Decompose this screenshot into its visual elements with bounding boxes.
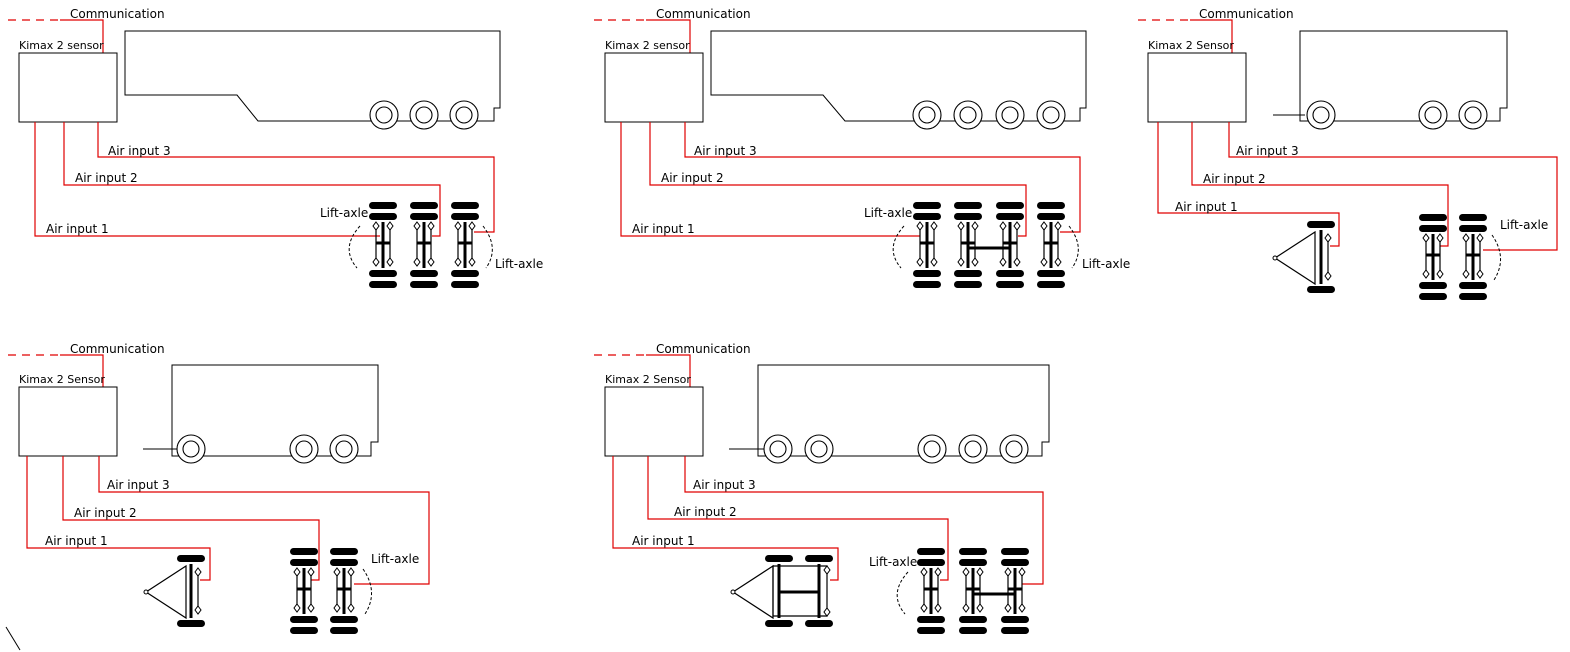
lift-axle-label-right: Lift-axle [495,257,543,271]
air-input-1-label: Air input 1 [45,534,108,548]
air-input-1-label: Air input 1 [1175,200,1238,214]
air-input-3-label: Air input 3 [693,478,756,492]
air-input-2-label: Air input 2 [74,506,137,520]
lift-axle-label-left: Lift-axle [864,206,912,220]
config-semi-4-axle: Communication Kimax 2 sensor Air input 1… [594,7,1130,288]
communication-label: Communication [656,7,751,21]
trailer-body [757,364,1050,457]
trailer-body [171,364,379,457]
sensor-box [1147,52,1247,123]
lift-axle-label: Lift-axle [1500,218,1548,232]
air-input-2-label: Air input 2 [1203,172,1266,186]
sensor-box [18,52,118,123]
config-trailer-1-2-axle: Communication Kimax 2 Sensor Air input 1… [1138,7,1558,300]
sensor-box [18,386,118,457]
corner-mark [5,626,21,651]
communication-label: Communication [70,7,165,21]
air-input-3-label: Air input 3 [108,144,171,158]
config-trailer-1-2-axle-b: Communication Kimax 2 Sensor Air input 1… [8,342,430,634]
lift-axle-label: Lift-axle [371,552,419,566]
communication-label: Communication [70,342,165,356]
lift-axle-label: Lift-axle [869,555,917,569]
config-trailer-2-3-axle: Communication Kimax 2 Sensor Air input 1… [594,342,1050,634]
air-input-1-label: Air input 1 [632,222,695,236]
air-input-3-label: Air input 3 [107,478,170,492]
lift-axle-label-right: Lift-axle [1082,257,1130,271]
sensor-box [604,52,704,123]
air-input-1-label: Air input 1 [46,222,109,236]
config-semi-3-axle: Communication Kimax 2 sensor Air input 1… [8,7,543,288]
sensor-label: Kimax 2 Sensor [605,373,691,386]
trailer-body [124,30,501,122]
air-input-2-label: Air input 2 [75,171,138,185]
air-input-3-label: Air input 3 [1236,144,1299,158]
sensor-label: Kimax 2 Sensor [1148,39,1234,52]
air-input-1-label: Air input 1 [632,534,695,548]
air-input-3-label: Air input 3 [694,144,757,158]
sensor-box [604,386,704,457]
communication-label: Communication [656,342,751,356]
sensor-label: Kimax 2 Sensor [19,373,105,386]
air-input-2-label: Air input 2 [661,171,724,185]
sensor-label: Kimax 2 sensor [605,39,690,52]
trailer-body [1299,30,1508,122]
lift-axle-label-left: Lift-axle [320,206,368,220]
air-input-2-label: Air input 2 [674,505,737,519]
sensor-label: Kimax 2 sensor [19,39,104,52]
communication-label: Communication [1199,7,1294,21]
trailer-body [710,30,1087,122]
